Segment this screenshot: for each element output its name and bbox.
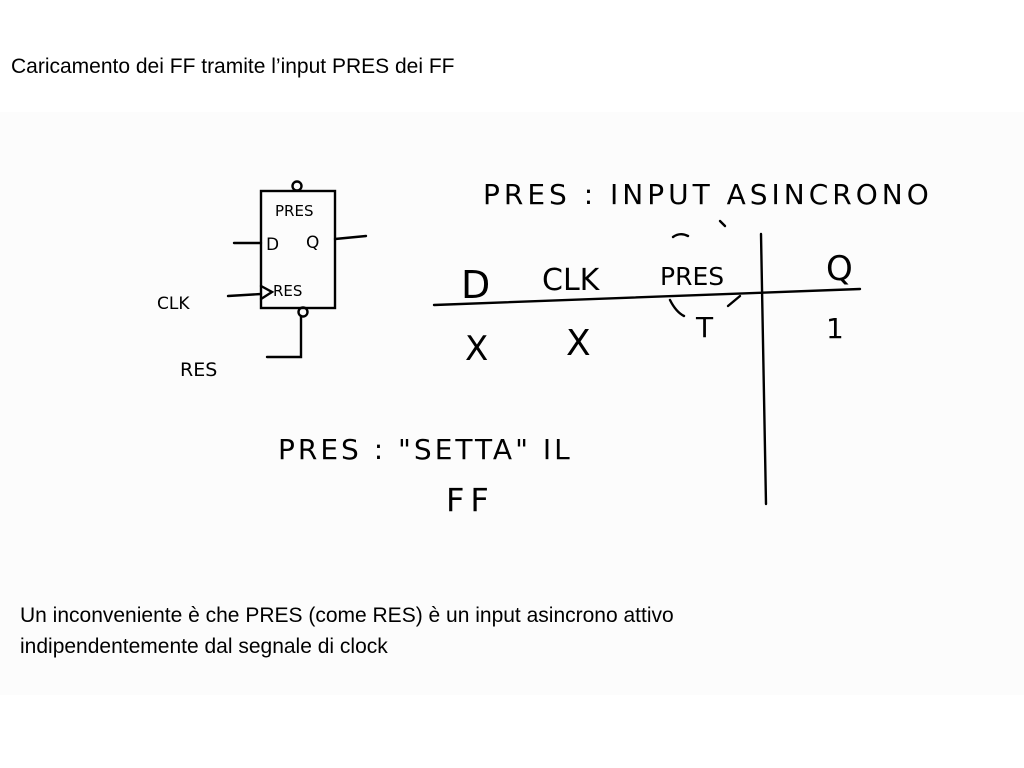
res-pin-label: RES <box>273 282 302 300</box>
table-cell-clk: X <box>566 323 591 364</box>
table-header-clk: CLK <box>542 263 601 298</box>
q-pin-label: Q <box>306 233 319 253</box>
slide-title: Caricamento dei FF tramite l’input PRES … <box>11 55 455 78</box>
note-line-1: Un inconveniente è che PRES (come RES) è… <box>20 604 674 627</box>
table-cell-q: 1 <box>826 312 844 345</box>
table-header-d: D <box>461 263 490 307</box>
clock-triangle <box>259 284 275 301</box>
table-vertical-rule <box>759 232 768 506</box>
t-edge-mark-right <box>726 294 742 308</box>
handwritten-scan-area <box>0 112 1024 695</box>
t-edge-mark-left <box>668 298 686 318</box>
d-pin-label: D <box>266 235 279 255</box>
table-cell-d: X <box>465 329 488 369</box>
res-input-label: RES <box>180 359 217 381</box>
q-output-wire <box>333 234 368 241</box>
note-line-2: indipendentemente dal segnale di clock <box>20 635 388 658</box>
pres-caption-line2: FF <box>446 481 495 519</box>
pres-overbar-tick <box>718 219 727 228</box>
slide-note: Un inconveniente è che PRES (come RES) è… <box>20 600 920 662</box>
pres-bubble <box>291 180 303 192</box>
table-header-q: Q <box>826 249 853 289</box>
asynchronous-input-heading: PRES : INPUT ASINCRONO <box>483 178 933 211</box>
table-horizontal-rule <box>432 287 862 307</box>
flipflop-diagram <box>226 180 368 359</box>
clk-input-label: CLK <box>157 294 190 314</box>
table-header-pres: PRES <box>660 262 724 291</box>
truth-table: D CLK PRES Q X X T 1 <box>432 219 862 506</box>
table-cell-pres: T <box>695 311 714 344</box>
res-bubble <box>297 306 309 318</box>
pres-overbar-mark <box>671 233 690 239</box>
clk-input-wire <box>226 292 263 298</box>
pres-pin-label: PRES <box>275 202 313 220</box>
res-input-wire <box>265 314 303 359</box>
pres-caption-line1: PRES : "SETTA" IL <box>278 433 573 466</box>
